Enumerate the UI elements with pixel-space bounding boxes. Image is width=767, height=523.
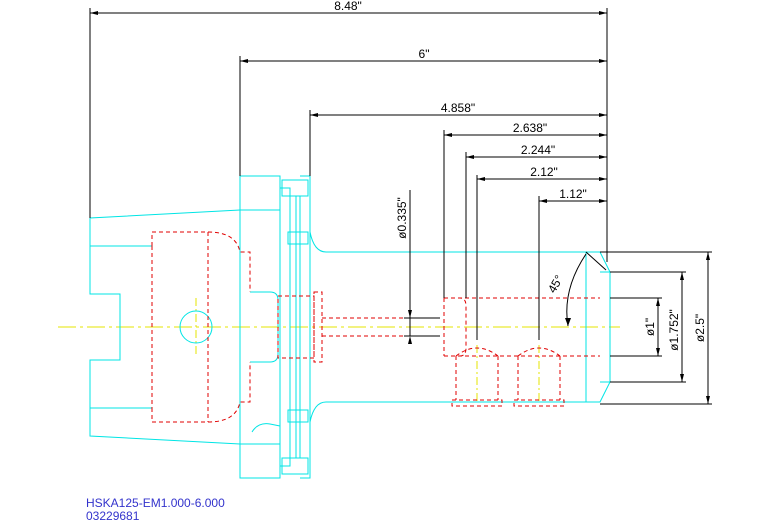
flange-body [239, 175, 281, 479]
set-screw-base-2 [513, 399, 565, 407]
cross-hole [179, 310, 213, 344]
arrowheads [90, 11, 710, 404]
arrow [565, 318, 571, 326]
title-block: HSKA125-EM1.000-6.000 03229681 [86, 497, 225, 523]
arrow [656, 348, 660, 356]
arrow [408, 310, 412, 318]
label-dia-1752: ø1.752" [667, 309, 681, 351]
arrow [706, 252, 710, 260]
arrow [466, 155, 474, 159]
set-screw-hole-1 [455, 347, 499, 400]
arrow [477, 177, 485, 181]
arrow [599, 133, 607, 137]
coolant-tube-cap [313, 291, 323, 363]
arrow [706, 396, 710, 404]
set-screw-base-1 [451, 399, 503, 407]
label-length-212: 2.12" [530, 165, 558, 179]
label-dia-0335: ø0.335" [395, 197, 409, 239]
taper-bore-bottom [151, 362, 251, 423]
arrow [680, 374, 684, 382]
arrow [444, 133, 452, 137]
label-angle-45: 45° [545, 272, 566, 295]
angle-leader [585, 251, 607, 271]
arrow [599, 59, 607, 63]
arrow [599, 11, 607, 15]
angle-arc-45 [566, 253, 587, 327]
body-outline [309, 231, 611, 423]
tool-holder-outline [89, 175, 611, 479]
label-dia-25: ø2.5" [693, 314, 707, 342]
label-overall-length: 8.48" [334, 0, 362, 13]
label-length-2638: 2.638" [513, 121, 547, 135]
arrow [599, 177, 607, 181]
flange-notch-bottom [251, 423, 281, 433]
flange-groove [280, 187, 291, 467]
arrow [539, 199, 547, 203]
label-length-2244: 2.244" [521, 143, 555, 157]
groove-key-top [281, 179, 309, 197]
groove-slot-bottom [287, 409, 309, 423]
label-dia-1: ø1" [643, 318, 657, 336]
arrow [240, 59, 248, 63]
arrow [408, 336, 412, 344]
arrow [599, 155, 607, 159]
arrow [599, 113, 607, 117]
groove-slot-top [287, 231, 309, 245]
set-screw-hole-2 [517, 347, 561, 400]
center-lines [58, 298, 620, 404]
label-length-4858: 4.858" [441, 101, 475, 115]
groove-key-bottom [281, 457, 309, 475]
arrow [599, 199, 607, 203]
endmill-bore [443, 297, 600, 357]
hsk-taper [89, 209, 241, 445]
part-number: HSKA125-EM1.000-6.000 [86, 496, 225, 510]
arrow [310, 113, 318, 117]
label-length-112: 1.12" [559, 187, 587, 201]
hidden-features [151, 231, 600, 423]
taper-bore [151, 231, 251, 292]
drawing-number: 03229681 [86, 509, 140, 523]
arrow [90, 11, 98, 15]
label-length-6: 6" [419, 47, 430, 61]
arrow [656, 298, 660, 306]
arrow [680, 272, 684, 280]
